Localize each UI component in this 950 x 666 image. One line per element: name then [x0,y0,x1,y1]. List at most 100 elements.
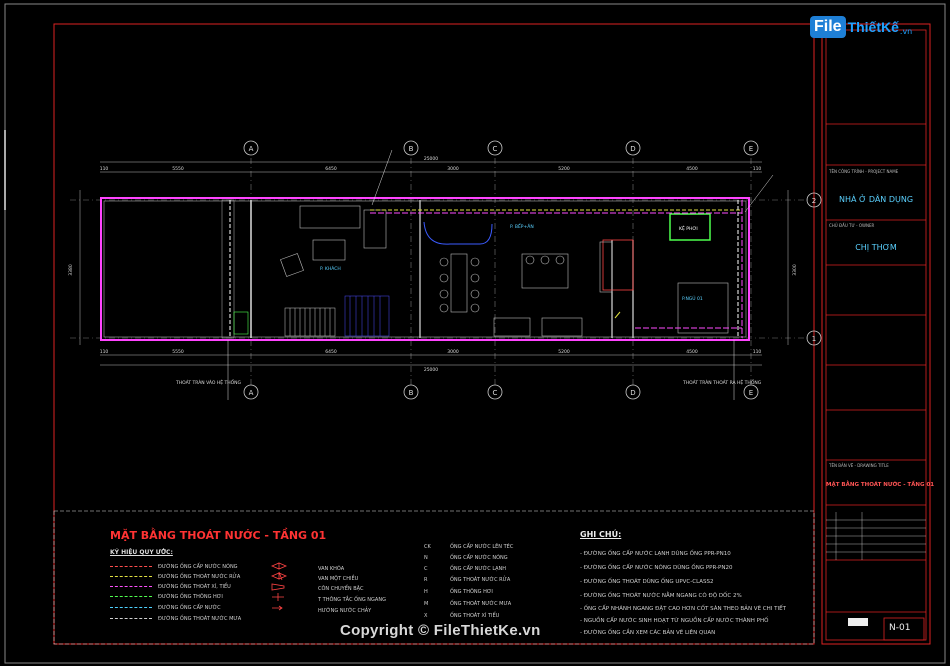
symbol-label: CÔN CHUYỂN BẬC [318,586,364,592]
furniture [233,205,729,337]
dim-top-5: 5200 [558,166,570,172]
legend-label: ĐƯỜNG ỐNG THOÁT XÍ, TIỂU [158,583,231,590]
dim-top-6: 4500 [686,166,698,172]
outer-frame [4,3,946,664]
code-key: C [424,566,428,572]
north-mark [848,618,868,626]
code-label: ỐNG CẤP NƯỚC LẠNH [450,566,507,572]
note-item: - ĐƯỜNG ỐNG CẤP NƯỚC NÓNG DÙNG ỐNG PPR-P… [580,565,733,571]
code-label: ỐNG CẤP NƯỚC LÊN TÉC [450,544,514,550]
legend-item: ĐƯỜNG ỐNG THÔNG HƠI [110,592,223,601]
dim-top-1: 110 [100,166,109,172]
code-label: ỐNG THOÁT XÍ TIỂU [450,613,500,619]
dim-bottom-3: 6450 [325,349,337,355]
tb-drawing-title: MẶT BẰNG THOÁT NƯỚC - TẦNG 01 [826,482,935,488]
legend-item: ĐƯỜNG ỐNG THOÁT NƯỚC MƯA [110,614,241,623]
plan-note-left: THOÁT TRÀN VÀO HỆ THỐNG [175,378,242,386]
dim-bottom-1: 110 [100,349,109,355]
code-row: N ỐNG CẤP NƯỚC NÓNG [424,555,508,561]
dim-side-left: 3380 [68,264,74,276]
notes-heading: GHI CHÚ: [580,530,622,539]
building-walls [100,197,750,341]
note-item: - ỐNG CẤP NHÁNH NGANG ĐẶT CAO HƠN CỐT SÀ… [580,606,786,612]
tb-owner-name: CHỊ THƠM [855,243,897,252]
logo-text: ThiếtKế [847,19,899,35]
reducer-icon [271,583,285,591]
code-label: ỐNG CẤP NƯỚC NÓNG [450,555,508,561]
code-label: ỐNG THOÁT NƯỚC RỬA [450,577,511,583]
logo-file-mark: File [810,16,846,38]
note-item: - ĐƯỜNG ỐNG CẤP NƯỚC LẠNH DÙNG ỐNG PPR-P… [580,551,731,557]
note-item: - ĐƯỜNG ỐNG THOÁT NƯỚC NẰM NGANG CÓ ĐỘ D… [580,593,742,599]
grid-label-bottom-e: E [749,389,753,397]
grid-label-top-d: D [630,145,635,153]
valve-icon [270,562,288,570]
legend-item: ĐƯỜNG ỐNG THOÁT XÍ, TIỂU [110,582,231,591]
note-item: - ĐƯỜNG ỐNG CẦN XEM CÁC BẢN VẼ LIÊN QUAN [580,630,716,636]
leader-lines [227,149,774,400]
symbol-label: VAN KHÓA [318,566,345,572]
grid-label-row-2: 2 [812,197,816,205]
grid-label-top-c: C [493,145,498,153]
plan-title: MẶT BẰNG THOÁT NƯỚC - TẦNG 01 [110,529,327,542]
room-label-wc: KỆ PHƠI [679,224,698,232]
plan-note-right: THOÁT TRÀN THOÁT RA HỆ THỐNG [682,378,762,386]
symbol-label: HƯỚNG NƯỚC CHẢY [318,608,372,614]
site-logo: File ThiếtKế .vn [810,12,912,42]
pipes [229,200,743,338]
tb-owner-caption: CHỦ ĐẦU TƯ - OWNER [829,223,875,228]
legend-label: ĐƯỜNG ỐNG CẤP NƯỚC NÓNG [158,563,238,570]
grid-label-bottom-b: B [409,389,414,397]
code-label: ỐNG THÔNG HƠI [450,589,493,595]
room-label-bep: P. BẾP+ĂN [510,222,534,230]
dim-total-top: 25000 [424,156,438,162]
dim-top-7: 110 [753,166,762,172]
code-row: X ỐNG THOÁT XÍ TIỂU [424,613,499,619]
dim-bottom-6: 4500 [686,349,698,355]
dim-bottom-2: 5550 [172,349,184,355]
dim-bottom-4: 3000 [447,349,459,355]
dim-top-2: 5550 [172,166,184,172]
note-item: - ĐƯỜNG ỐNG THOÁT DÙNG ỐNG UPVC-CLASS2 [580,579,714,585]
title-block-lines [825,29,927,641]
stair [284,295,390,337]
grid-label-top-e: E [749,145,753,153]
code-key: CK [424,544,431,550]
grid-label-bottom-c: C [493,389,498,397]
grid-label-top-a: A [249,145,254,153]
tb-project-caption: TÊN CÔNG TRÌNH - PROJECT NAME [829,169,899,174]
flow-direction-icon [272,605,283,611]
legend-label: ĐƯỜNG ỐNG THÔNG HƠI [158,593,223,600]
room-label-ngu: P.NGỦ 01 [682,294,703,302]
legend-label: ĐƯỜNG ỐNG CẤP NƯỚC [158,604,221,611]
legend-label: ĐƯỜNG ỐNG THOÁT NƯỚC MƯA [158,615,242,622]
dim-bottom-7: 110 [753,349,762,355]
code-row: H ỐNG THÔNG HƠI [424,589,493,595]
check-valve-icon [270,571,288,581]
code-key: R [424,577,428,583]
tb-project-name: NHÀ Ở DÂN DỤNG [838,195,914,204]
title-block-frame [821,23,931,645]
code-key: M [424,601,429,607]
code-key: H [424,589,428,595]
legend-item: ĐƯỜNG ỐNG THOÁT NƯỚC RỬA [110,572,240,581]
tb-drawing-caption: TÊN BẢN VẼ - DRAWING TITLE [829,463,889,468]
grid-axes [70,158,808,388]
code-row: M ỐNG THOÁT NƯỚC MƯA [424,601,511,607]
logo-domain: .vn [899,26,913,36]
grid-label-bottom-d: D [630,389,635,397]
code-label: ỐNG THOÁT NƯỚC MƯA [450,601,512,607]
code-key: X [424,613,428,619]
copyright-watermark: Copyright © FileThietKe.vn [340,622,541,639]
code-key: N [424,555,428,561]
symbol-icons [270,562,288,611]
grid-label-top-b: B [409,145,414,153]
dim-top-4: 3000 [447,166,459,172]
legend-item: ĐƯỜNG ỐNG CẤP NƯỚC NÓNG [110,562,238,571]
legend-item: ĐƯỜNG ỐNG CẤP NƯỚC [110,603,221,612]
dim-bottom-5: 5200 [558,349,570,355]
dim-top-3: 6450 [325,166,337,172]
code-row: R ỐNG THOÁT NƯỚC RỬA [424,577,510,583]
symbol-label: VAN MỘT CHIỀU [318,576,359,582]
